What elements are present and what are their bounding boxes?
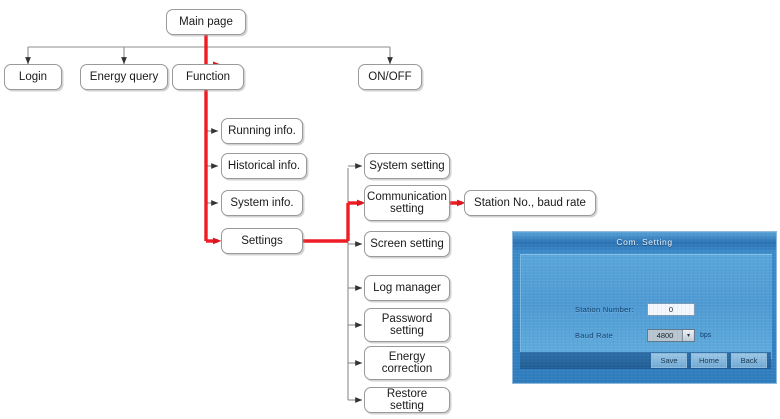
save-button[interactable]: Save bbox=[651, 353, 687, 368]
hmi-panel: Com. Setting Station Number: 0 Baud Rate… bbox=[512, 231, 777, 384]
hmi-field-baud-rate: Baud Rate 4800 ▾ bps bbox=[575, 329, 711, 342]
hmi-content-area: Station Number: 0 Baud Rate 4800 ▾ bps bbox=[520, 254, 772, 359]
node-communication-setting[interactable]: Communication setting bbox=[364, 185, 450, 221]
hmi-field-station-number: Station Number: 0 bbox=[575, 303, 695, 316]
node-historical-info[interactable]: Historical info. bbox=[221, 153, 307, 179]
back-button[interactable]: Back bbox=[731, 353, 767, 368]
node-running-info[interactable]: Running info. bbox=[221, 118, 303, 144]
station-number-input[interactable]: 0 bbox=[647, 303, 695, 316]
station-number-label: Station Number: bbox=[575, 305, 634, 314]
baud-rate-label: Baud Rate bbox=[575, 331, 614, 340]
node-settings[interactable]: Settings bbox=[221, 228, 303, 254]
node-log-manager[interactable]: Log manager bbox=[364, 275, 450, 301]
node-screen-setting[interactable]: Screen setting bbox=[364, 231, 450, 257]
node-login[interactable]: Login bbox=[4, 64, 62, 90]
baud-rate-unit: bps bbox=[700, 332, 712, 339]
node-restore-setting[interactable]: Restore setting bbox=[364, 387, 450, 413]
node-system-setting[interactable]: System setting bbox=[364, 153, 450, 179]
node-main-page[interactable]: Main page bbox=[166, 9, 246, 35]
node-energy-correction[interactable]: Energy correction bbox=[364, 346, 450, 380]
node-system-info[interactable]: System info. bbox=[221, 190, 303, 216]
node-station-baud[interactable]: Station No., baud rate bbox=[464, 190, 596, 216]
hmi-button-bar: Save Home Back bbox=[520, 352, 771, 369]
baud-rate-value: 4800 bbox=[648, 330, 682, 341]
chevron-down-icon: ▾ bbox=[682, 330, 694, 341]
hmi-title-bar: Com. Setting bbox=[513, 232, 776, 251]
node-password-setting[interactable]: Password setting bbox=[364, 308, 450, 342]
hmi-title-text: Com. Setting bbox=[616, 236, 673, 247]
node-function[interactable]: Function bbox=[172, 64, 244, 90]
node-energy-query[interactable]: Energy query bbox=[80, 64, 168, 90]
home-button[interactable]: Home bbox=[691, 353, 727, 368]
baud-rate-select[interactable]: 4800 ▾ bbox=[647, 329, 695, 342]
node-on-off[interactable]: ON/OFF bbox=[358, 64, 422, 90]
